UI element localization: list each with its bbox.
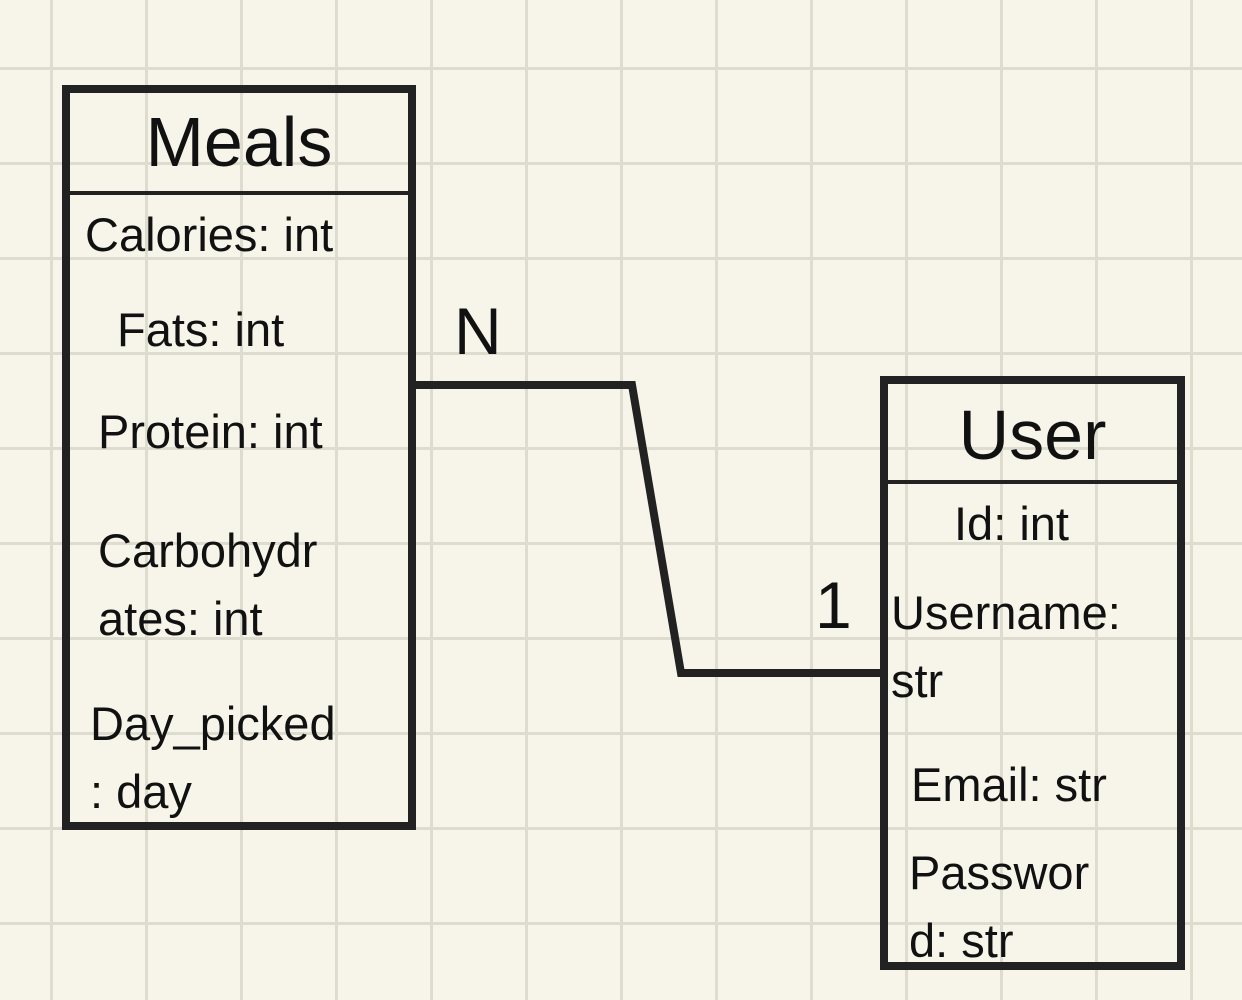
user-entity[interactable]: User Id: int Username: str Email: str Pa… [880,376,1185,970]
user-attr-email: Email: str [911,758,1107,811]
meals-attr-carbohydrates-line2: ates: int [98,592,263,645]
user-attr-username-line1: Username: [891,586,1121,639]
meals-attr-calories: Calories: int [85,208,334,261]
relationship-line [414,381,884,677]
user-attr-password-line2: d: str [909,914,1014,967]
user-attr-password-line1: Passwor [909,846,1090,899]
meals-attr-fats: Fats: int [117,303,285,356]
user-entity-title: User [958,396,1107,474]
user-cardinality-label: 1 [815,568,852,642]
meals-attr-day-picked-line2: : day [90,765,192,818]
meals-attr-day-picked-line1: Day_picked [90,697,336,750]
user-attr-username-line2: str [891,654,944,707]
meals-attr-carbohydrates-line1: Carbohydr [98,524,318,577]
meals-attr-protein: Protein: int [98,405,323,458]
user-title-divider [888,480,1177,484]
meals-cardinality-label: N [454,294,502,368]
meals-title-divider [70,191,408,195]
meals-entity-title: Meals [145,103,333,181]
user-attr-id: Id: int [954,497,1069,550]
meals-entity[interactable]: Meals Calories: int Fats: int Protein: i… [62,85,416,830]
